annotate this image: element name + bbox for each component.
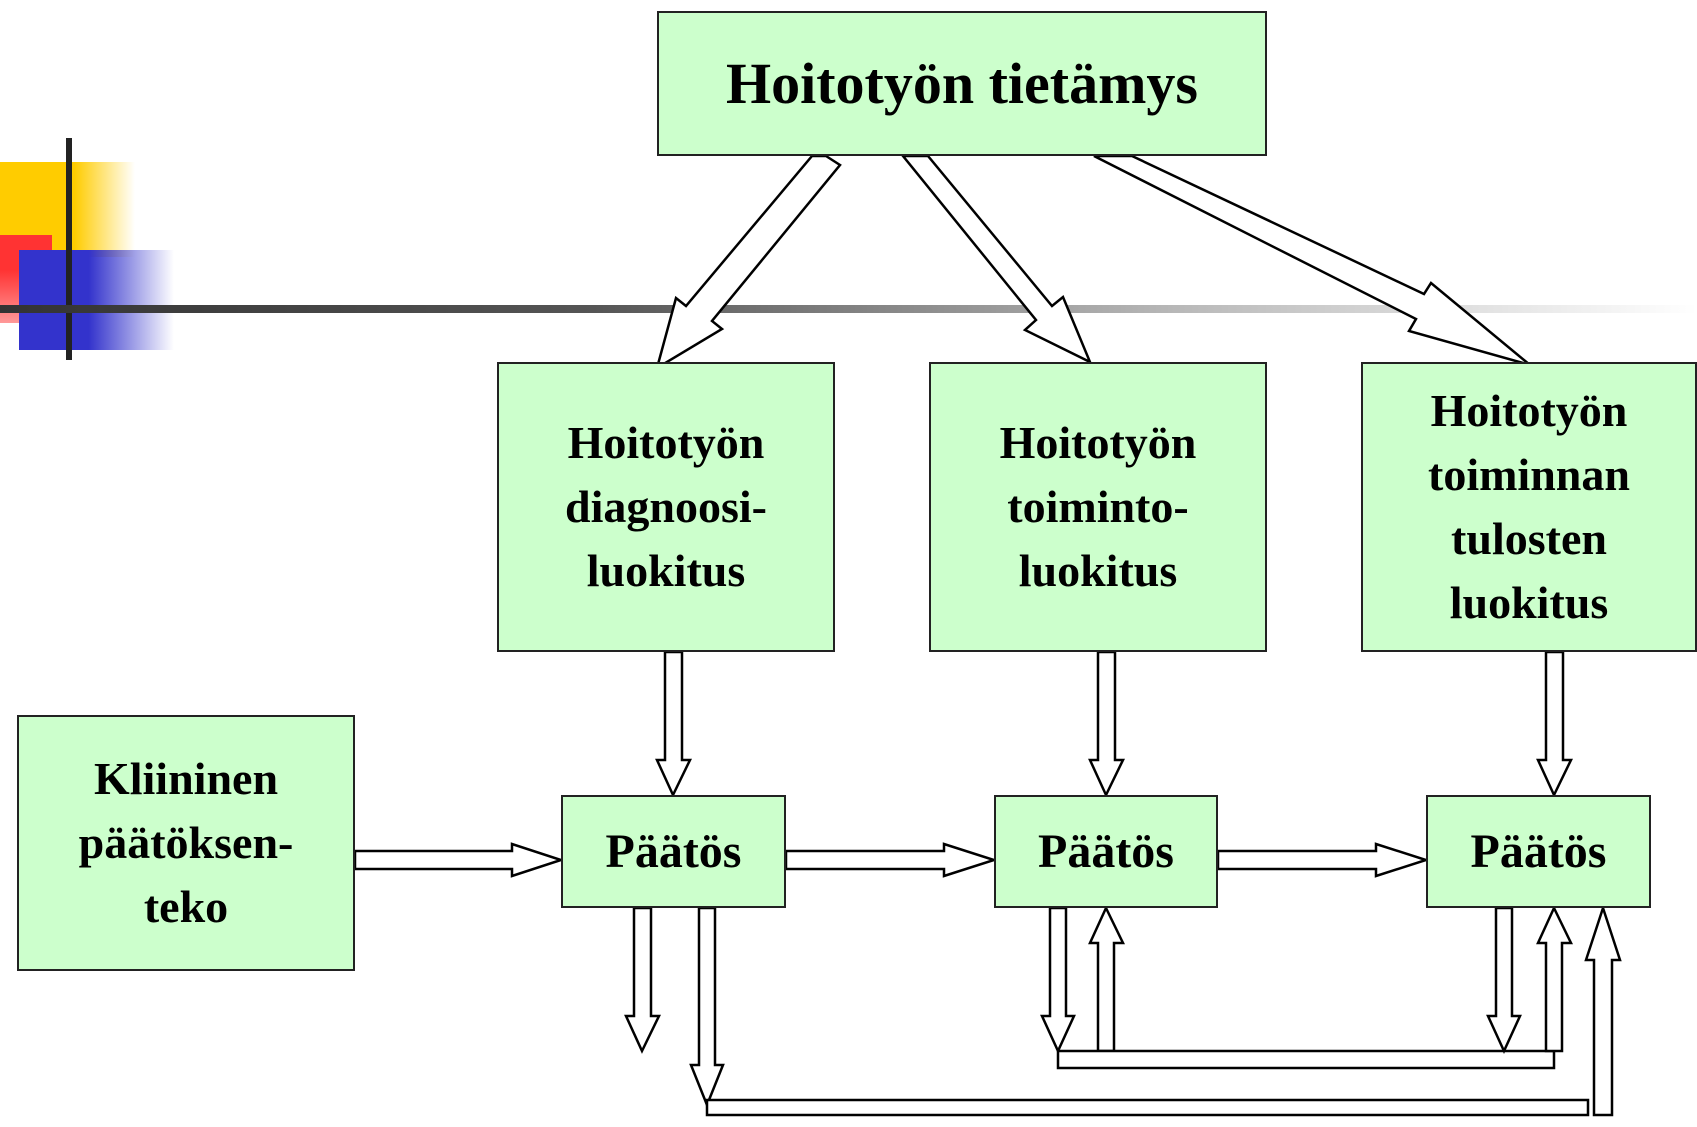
node-decision-label: Päätös [1038,825,1174,878]
node-label-line: luokitus [1018,545,1178,596]
arrow-decision-3-loop-down [1486,906,1522,1055]
arrow-knowledge-to-outcome [1093,154,1531,367]
node-label-line: Hoitotyön [999,417,1197,468]
node-label-line: teko [143,881,229,932]
node-nursing-knowledge: Hoitotyön tietämys [657,11,1267,156]
arrow-decision-2-loop-down [1040,906,1076,1055]
arrow-knowledge-to-intervention [900,154,1093,365]
arrow-diagnosis-to-decision [655,650,692,798]
node-nursing-knowledge-label: Hoitotyön tietämys [726,51,1198,116]
deco-vertical-rule [66,138,72,360]
node-label-line: diagnoosi- [565,481,767,532]
arrow-outcome-to-decision [1536,650,1573,798]
node-diagnosis-classification: Hoitotyön diagnoosi- luokitus [497,362,835,652]
node-decision-3: Päätös [1426,795,1651,908]
arrow-decision-1-loop-bottom [705,1098,1590,1117]
deco-horizontal-rule [0,305,1697,313]
node-label-line: luokitus [1449,577,1609,628]
arrow-decision-2-up [1088,905,1125,1053]
node-label-line: luokitus [586,545,746,596]
arrow-intervention-to-decision [1088,650,1125,798]
node-label-line: päätöksen- [78,817,294,868]
arrow-clinical-to-decision-1 [353,842,566,878]
arrow-decision-1-loop-up [1584,903,1622,1117]
node-decision-1: Päätös [561,795,786,908]
node-decision-label: Päätös [605,825,742,878]
node-outcome-classification: Hoitotyön toiminnan tulosten luokitus [1361,362,1697,652]
node-intervention-classification: Hoitotyön toiminto- luokitus [929,362,1267,652]
node-label-line: Hoitotyön [567,417,765,468]
node-decision-label: Päätös [1470,825,1607,878]
node-label-line: tulosten [1451,513,1607,564]
arrow-decision-1-to-decision-2 [784,842,999,878]
deco-blue-square [19,250,174,350]
node-label-line: toiminto- [1007,481,1189,532]
node-clinical-decision-making: Kliininen päätöksen- teko [17,715,355,971]
node-label-line: toiminnan [1428,449,1630,500]
arrow-decision-3-up [1536,905,1573,1053]
arrow-decision-1-loop-down [689,906,725,1109]
node-label-line: Hoitotyön [1430,385,1628,436]
arrow-decision-2-loop-bottom [1056,1049,1556,1070]
arrow-knowledge-to-diagnosis [654,154,842,371]
arrow-decision-2-to-decision-3 [1216,842,1431,878]
arrow-decision-1-down [624,906,661,1054]
node-decision-2: Päätös [994,795,1218,908]
node-label-line: Kliininen [93,753,279,804]
